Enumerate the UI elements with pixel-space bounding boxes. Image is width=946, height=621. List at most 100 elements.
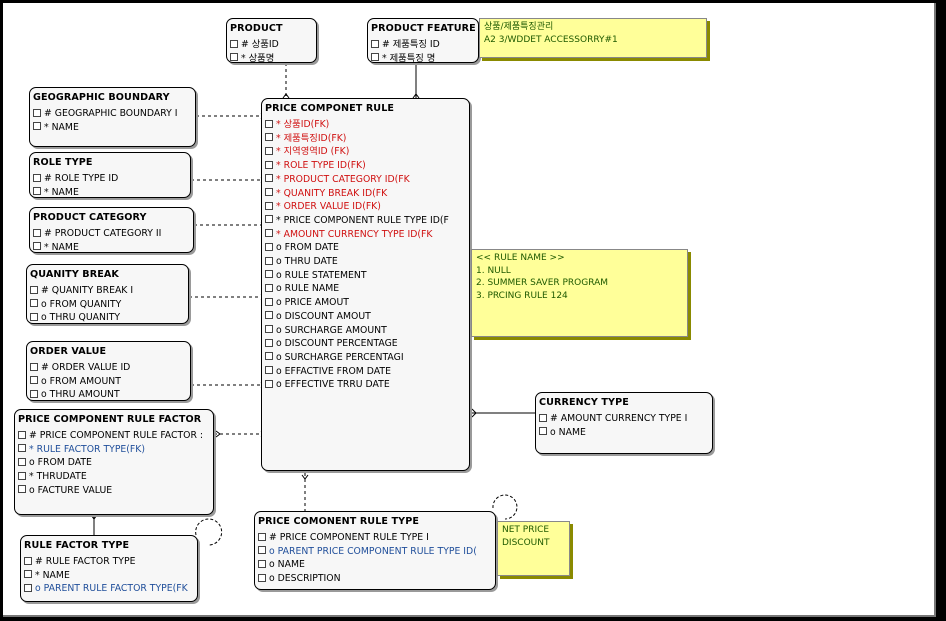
- attribute-checkbox-icon: [33, 122, 41, 131]
- entity-title: PRODUCT FEATURE: [371, 23, 476, 34]
- entity-product-feature[interactable]: PRODUCT FEATURE # 제품특징 ID* 제품특징 명: [367, 18, 479, 63]
- attribute-label: * 제품특징ID(FK): [276, 132, 347, 144]
- attribute-row: o FACTURE VALUE: [18, 484, 210, 498]
- attribute-checkbox-icon: [230, 39, 238, 48]
- attribute-row: # PRICE COMPONENT RULE FACTOR :: [18, 429, 210, 443]
- attribute-label: * ROLE TYPE ID(FK): [276, 160, 366, 172]
- note-line: DISCOUNT: [502, 537, 550, 548]
- attribute-label: o FACTURE VALUE: [29, 484, 113, 496]
- attribute-label: * 상품명: [241, 52, 275, 63]
- entity-product[interactable]: PRODUCT # 상품ID * 상품명: [226, 18, 317, 63]
- entity-title: PRICE COMPONET RULE: [265, 103, 395, 114]
- attribute-row: o NAME: [539, 426, 709, 440]
- attribute-label: o FROM QUANITY: [41, 298, 122, 310]
- attribute-checkbox-icon: [265, 366, 273, 375]
- entity-title: PRICE COMPONENT RULE FACTOR: [18, 414, 202, 425]
- attribute-checkbox-icon: [33, 108, 41, 117]
- attribute-row: # ROLE TYPE ID: [33, 172, 187, 186]
- attribute-checkbox-icon: [24, 570, 32, 579]
- attribute-row: o FROM AMOUNT: [30, 375, 187, 389]
- attribute-checkbox-icon: [265, 160, 273, 169]
- attribute-checkbox-icon: [18, 457, 26, 466]
- entity-price-component-rule[interactable]: PRICE COMPONET RULE * 상품ID(FK) * 제품특징ID(F…: [261, 98, 470, 471]
- attribute-label: o DESCRIPTION: [269, 573, 341, 585]
- attribute-row: o PARENT RULE FACTOR TYPE(FK: [24, 582, 194, 596]
- attribute-label: o PRICE AMOUT: [276, 297, 349, 309]
- attribute-row: * 제품특징 명: [371, 52, 475, 63]
- er-diagram-canvas: PRODUCT # 상품ID * 상품명 PRODUCT FEATURE # 제품…: [3, 3, 936, 617]
- entity-product-category[interactable]: PRODUCT CATEGORY # PRODUCT CATEGORY II* …: [29, 207, 194, 253]
- attribute-row: o EFFACTIVE FROM DATE: [265, 365, 466, 379]
- attribute-checkbox-icon: [33, 228, 41, 237]
- entity-geographic-boundary[interactable]: GEOGRAPHIC BOUNDARY # GEOGRAPHIC BOUNDAR…: [29, 87, 196, 147]
- attribute-checkbox-icon: [265, 201, 273, 210]
- entity-rule-factor-type[interactable]: RULE FACTOR TYPE # RULE FACTOR TYPE* NAM…: [20, 535, 198, 602]
- attribute-checkbox-icon: [265, 229, 273, 238]
- attribute-row: * NAME: [24, 569, 194, 583]
- attribute-row: # PRODUCT CATEGORY II: [33, 227, 190, 241]
- entity-role-type[interactable]: ROLE TYPE # ROLE TYPE ID* NAME: [29, 152, 191, 198]
- attribute-checkbox-icon: [265, 188, 273, 197]
- attribute-label: * 제품특징 명: [382, 52, 436, 63]
- attribute-row: # AMOUNT CURRENCY TYPE I: [539, 412, 709, 426]
- entity-price-comonent-rule-type[interactable]: PRICE COMONENT RULE TYPE # PRICE COMPONE…: [254, 511, 496, 590]
- attribute-checkbox-icon: [30, 389, 38, 398]
- attribute-checkbox-icon: [265, 256, 273, 265]
- note-line: 1. NULL: [476, 265, 511, 276]
- attribute-label: # PRODUCT CATEGORY II: [44, 228, 162, 239]
- attribute-checkbox-icon: [265, 174, 273, 183]
- attribute-row: * THRUDATE: [18, 470, 210, 484]
- note-line: NET PRICE: [502, 525, 550, 535]
- attribute-list: # ROLE TYPE ID* NAME: [33, 172, 187, 198]
- note-line: 2. SUMMER SAVER PROGRAM: [476, 278, 609, 288]
- attribute-label: * 상품ID(FK): [276, 119, 330, 130]
- attribute-row: o NAME: [258, 558, 492, 572]
- attribute-checkbox-icon: [371, 53, 379, 62]
- attribute-label: # 상품ID: [241, 39, 279, 50]
- attribute-label: o EFFECTIVE TRRU DATE: [276, 379, 390, 391]
- attribute-label: o DISCOUNT PERCENTAGE: [276, 338, 398, 350]
- entity-title: QUANITY BREAK: [30, 269, 119, 280]
- attribute-label: * NAME: [44, 186, 79, 198]
- attribute-checkbox-icon: [265, 242, 273, 251]
- attribute-checkbox-icon: [265, 270, 273, 279]
- attribute-checkbox-icon: [258, 532, 266, 541]
- attribute-checkbox-icon: [539, 427, 547, 436]
- attribute-label: * QUANITY BREAK ID(FK: [276, 187, 388, 199]
- attribute-row: o DESCRIPTION: [258, 572, 492, 586]
- attribute-row: * 상품ID(FK): [265, 118, 466, 132]
- attribute-label: * THRUDATE: [29, 471, 87, 483]
- rel-factor-type-recursive: [195, 518, 223, 546]
- attribute-label: * PRODUCT CATEGORY ID(FK: [276, 173, 410, 185]
- attribute-checkbox-icon: [258, 546, 266, 555]
- attribute-checkbox-icon: [265, 297, 273, 306]
- attribute-row: o PRICE AMOUT: [265, 296, 466, 310]
- entity-title: PRODUCT: [230, 23, 283, 34]
- attribute-list: # PRODUCT CATEGORY II* NAME: [33, 227, 190, 252]
- attribute-checkbox-icon: [265, 338, 273, 347]
- entity-title: PRODUCT CATEGORY: [33, 212, 147, 223]
- entity-title: PRICE COMONENT RULE TYPE: [258, 516, 419, 527]
- attribute-label: o SURCHARGE PERCENTAGI: [276, 351, 404, 363]
- attribute-label: o SURCHARGE AMOUNT: [276, 324, 387, 336]
- attribute-row: # 상품ID: [230, 38, 313, 52]
- attribute-row: o SURCHARGE PERCENTAGI: [265, 351, 466, 365]
- attribute-label: # GEOGRAPHIC BOUNDARY I: [44, 108, 178, 119]
- attribute-label: * ORDER VALUE ID(FK): [276, 201, 381, 213]
- attribute-checkbox-icon: [371, 39, 379, 48]
- attribute-checkbox-icon: [265, 133, 273, 142]
- attribute-checkbox-icon: [30, 376, 38, 385]
- attribute-row: * NAME: [33, 121, 192, 135]
- attribute-checkbox-icon: [18, 471, 26, 480]
- attribute-checkbox-icon: [265, 352, 273, 361]
- attribute-label: o FROM DATE: [276, 242, 339, 254]
- attribute-checkbox-icon: [265, 146, 273, 155]
- entity-price-component-rule-factor[interactable]: PRICE COMPONENT RULE FACTOR # PRICE COMP…: [14, 409, 214, 515]
